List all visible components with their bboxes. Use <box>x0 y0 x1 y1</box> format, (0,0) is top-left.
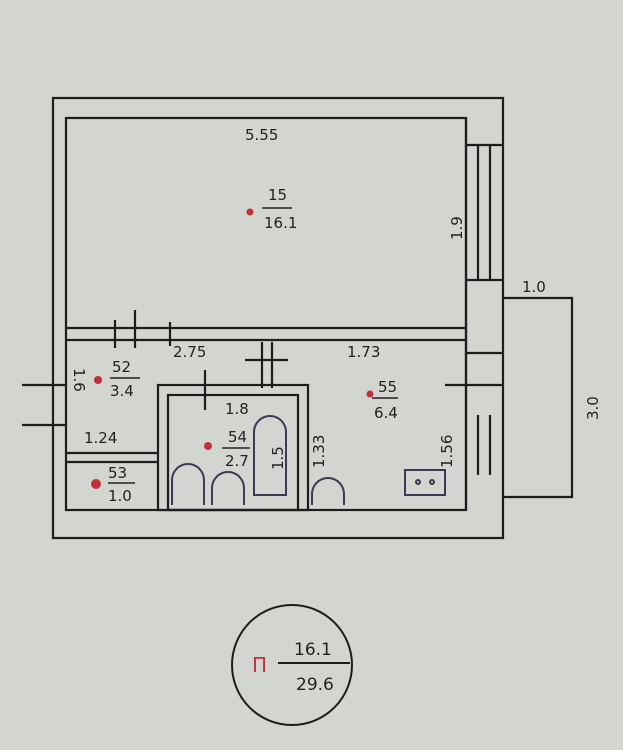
living-number-label: 15 <box>268 186 287 204</box>
bathtub-length-label: 1.5 <box>269 446 287 470</box>
hallway-area-label: 3.4 <box>110 382 134 400</box>
stove-icon <box>404 469 446 496</box>
toilet-icon <box>171 463 205 505</box>
balcony-length-label: 3.0 <box>584 396 602 420</box>
hallway-side-label: 1.6 <box>70 368 88 392</box>
area-summary: П 16.1 29.6 <box>231 604 353 726</box>
sink-icon <box>211 471 245 505</box>
fixtures <box>171 415 446 505</box>
summary-marker: П <box>252 653 267 677</box>
bathtub-icon <box>253 415 287 496</box>
kitchen-width-label: 1.73 <box>347 343 380 361</box>
closet-number-label: 53 <box>108 464 127 482</box>
closet-dim-label: 1.24 <box>84 429 117 447</box>
living-area-total: 16.1 <box>294 640 332 660</box>
walls <box>22 96 574 540</box>
room-markers <box>91 208 374 489</box>
living-depth-label: 1.9 <box>448 216 466 240</box>
hallway-top-label: 2.75 <box>173 343 206 361</box>
kitchen-left-label: 1.33 <box>310 435 328 468</box>
living-width-label: 5.55 <box>245 126 278 144</box>
kitchen-area-label: 6.4 <box>374 404 398 422</box>
kitchen-number-label: 55 <box>378 378 397 396</box>
bathroom-area-label: 2.7 <box>225 452 249 470</box>
hallway-number-label: 52 <box>112 358 131 376</box>
bathroom-width-label: 1.8 <box>225 400 249 418</box>
kitchen-sink-icon <box>311 477 345 505</box>
living-area-label: 16.1 <box>264 214 297 232</box>
bathroom-number-label: 54 <box>228 428 247 446</box>
closet-area-label: 1.0 <box>108 487 132 505</box>
balcony-width-label: 1.0 <box>522 278 546 296</box>
total-area: 29.6 <box>296 675 334 695</box>
kitchen-right-label: 1.56 <box>438 435 456 468</box>
